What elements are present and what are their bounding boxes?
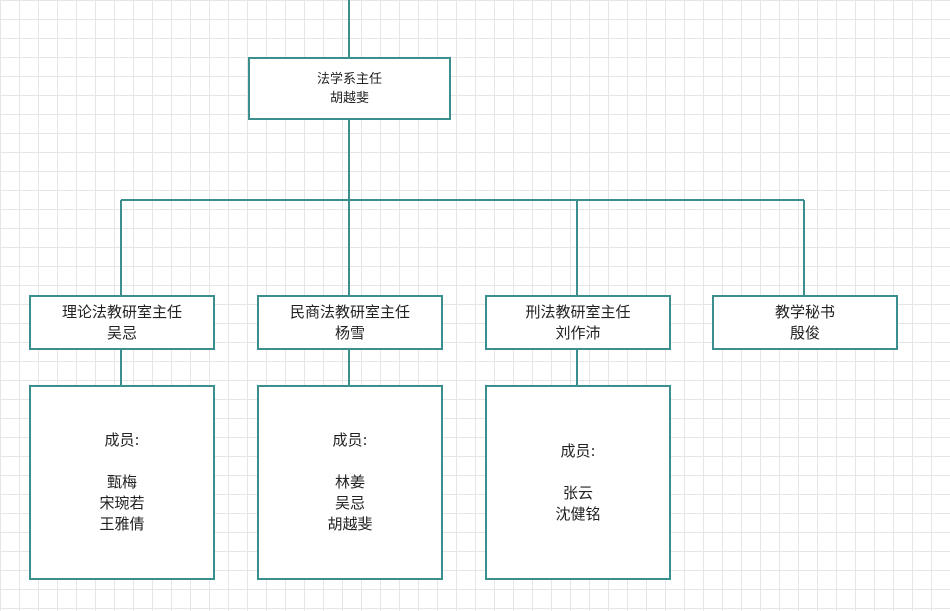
member-name: 林姜: [334, 473, 365, 491]
member-name: 甄梅: [106, 473, 137, 491]
department-chair-name: 胡越斐: [329, 90, 369, 106]
member-name: 吴忌: [334, 494, 365, 512]
member-name: 宋琬若: [99, 494, 145, 512]
member-name: 王雅倩: [99, 515, 145, 533]
member-name: 胡越斐: [327, 515, 373, 533]
criminal-law-head-box[interactable]: 刑法教研室主任 刘作沛: [485, 295, 671, 350]
criminal-law-head-title: 刑法教研室主任: [525, 302, 631, 321]
members-label: 成员:: [104, 431, 140, 449]
criminal-law-members-box[interactable]: 成员: 张云 沈健铭: [485, 385, 671, 580]
theory-law-head-title: 理论法教研室主任: [61, 302, 182, 321]
civil-law-head-name: 杨雪: [334, 323, 365, 342]
criminal-law-head-name: 刘作沛: [555, 323, 601, 342]
member-name: 张云: [562, 483, 593, 502]
teaching-secretary-title: 教学秘书: [774, 302, 835, 321]
members-label: 成员:: [560, 441, 596, 460]
civil-law-head-box[interactable]: 民商法教研室主任 杨雪: [257, 295, 443, 350]
theory-law-head-name: 吴忌: [106, 323, 137, 342]
civil-law-head-title: 民商法教研室主任: [289, 302, 410, 321]
teaching-secretary-name: 殷俊: [789, 323, 820, 342]
theory-law-members-box[interactable]: 成员: 甄梅 宋琬若 王雅倩: [29, 385, 215, 580]
members-label: 成员:: [332, 431, 368, 449]
theory-law-head-box[interactable]: 理论法教研室主任 吴忌: [29, 295, 215, 350]
civil-law-members-box[interactable]: 成员: 林姜 吴忌 胡越斐: [257, 385, 443, 580]
department-chair-title: 法学系主任: [316, 71, 382, 87]
member-name: 沈健铭: [555, 504, 601, 523]
teaching-secretary-box[interactable]: 教学秘书 殷俊: [712, 295, 898, 350]
department-chair-box[interactable]: 法学系主任 胡越斐: [248, 57, 451, 120]
